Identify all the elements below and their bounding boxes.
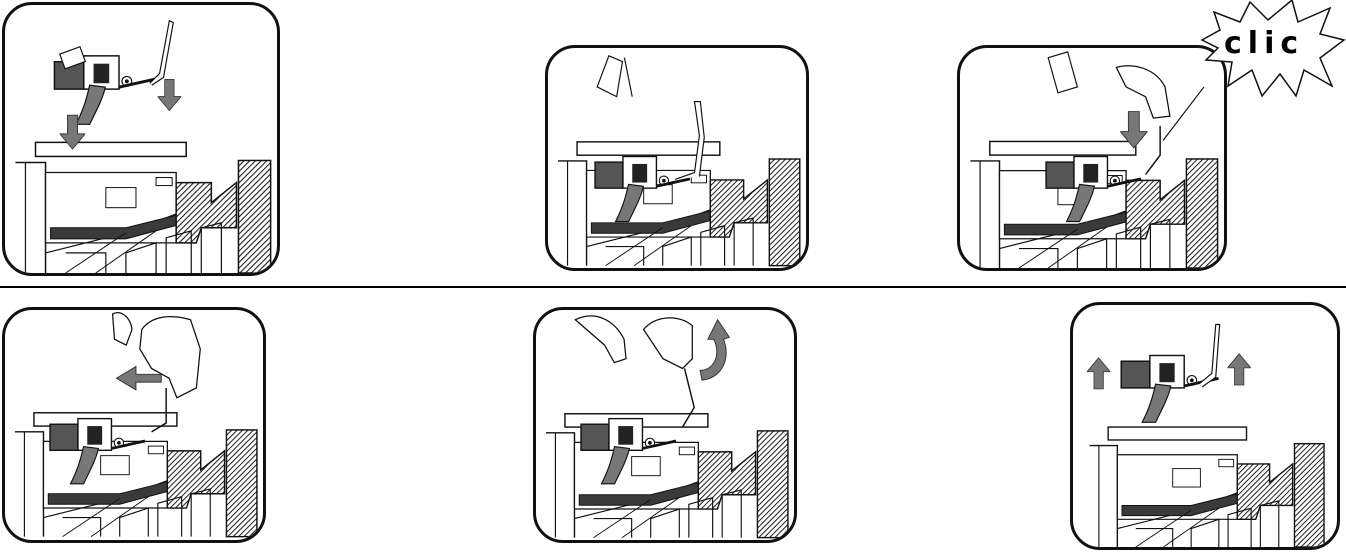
step-6-remove-panel <box>1070 302 1340 550</box>
step-5-lift-panel <box>533 307 797 543</box>
curved-up-arrow-icon <box>700 320 729 380</box>
up-arrow-icon <box>1227 354 1250 385</box>
step-4-push-panel <box>2 307 266 543</box>
step-6-illustration <box>1073 305 1337 547</box>
step-5-illustration <box>536 310 794 540</box>
up-arrow-icon <box>1087 358 1110 389</box>
step-1-insert-panel <box>2 2 280 276</box>
step-2-seated-panel <box>545 45 809 271</box>
step-2-illustration <box>548 48 806 268</box>
clic-label: clic <box>1224 26 1304 61</box>
step-3-illustration <box>960 48 1224 268</box>
row-divider <box>0 286 1346 288</box>
down-arrow-icon <box>158 79 181 110</box>
step-4-illustration <box>5 310 263 540</box>
step-3-clic-panel <box>957 45 1227 271</box>
step-1-illustration <box>5 5 277 273</box>
